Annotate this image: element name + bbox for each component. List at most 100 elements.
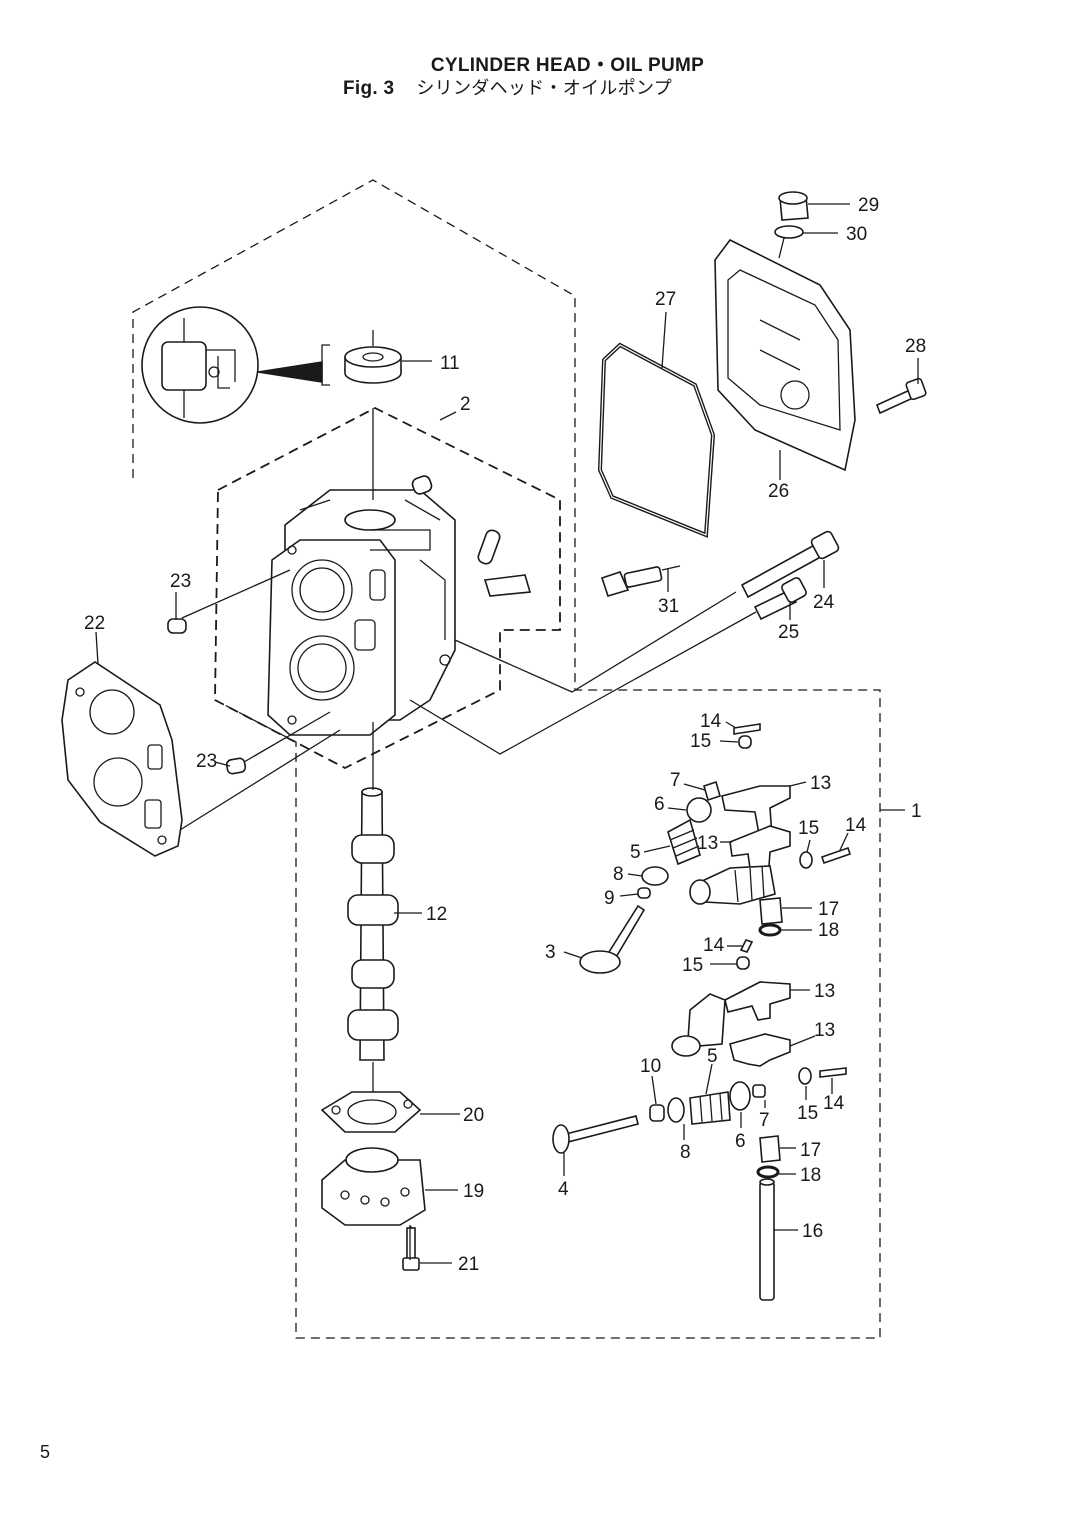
- callout-29: 29: [858, 195, 879, 216]
- part-24-head-bolt-long: [740, 530, 840, 599]
- part-15-spacer-b: [799, 851, 813, 869]
- callout-17-b: 17: [800, 1140, 821, 1161]
- callout-14-b: 14: [845, 815, 867, 836]
- part-13-rocker-arm-d: [729, 1033, 791, 1067]
- callout-6-b: 6: [735, 1131, 746, 1152]
- part-13-rocker-arm-c: [724, 981, 791, 1021]
- callout-13-c: 13: [814, 981, 835, 1002]
- callout-26: 26: [768, 481, 789, 502]
- callout-1: 1: [911, 801, 922, 822]
- part-12-camshaft: [347, 787, 399, 1061]
- callout-labels: 29 30 27 28 26 11 2 23 22 23 31 24 25 1 …: [84, 195, 926, 1275]
- callout-16: 16: [802, 1221, 823, 1242]
- part-14-shaft-pin-d: [819, 1067, 847, 1078]
- valve-seal-detail-bubble: [141, 306, 330, 424]
- part-21-bolt: [402, 1227, 420, 1271]
- part-19-oil-pump-body: [321, 1147, 426, 1226]
- part-11-valve-stem-seal: [344, 330, 402, 384]
- part-26-head-cover: [714, 238, 856, 472]
- part-17-spring-b: [759, 1135, 781, 1163]
- cylinder-head-group-outline: [214, 406, 561, 770]
- part-5-valve-spring-a: [667, 818, 701, 866]
- callout-19: 19: [463, 1181, 484, 1202]
- callout-18-a: 18: [818, 920, 839, 941]
- part-14-shaft-pin-c: [739, 939, 754, 953]
- callout-24: 24: [813, 592, 835, 613]
- callout-11: 11: [440, 353, 460, 374]
- callout-9: 9: [604, 888, 615, 909]
- part-7-cotter-a: [703, 780, 721, 802]
- callout-13-a: 13: [810, 773, 831, 794]
- part-25-head-bolt-short: [753, 577, 807, 621]
- callout-28: 28: [905, 336, 926, 357]
- figure-label: Fig. 3: [342, 78, 395, 99]
- part-31-spark-plug: [600, 565, 681, 597]
- part-14-shaft-pin-b: [820, 846, 852, 865]
- part-3-intake-valve: [579, 904, 646, 974]
- part-16-pushrod-tube: [759, 1178, 775, 1301]
- page-number: 5: [40, 1442, 51, 1462]
- callout-17-a: 17: [818, 899, 839, 920]
- callout-8-b: 8: [680, 1142, 691, 1163]
- callout-15-a: 15: [690, 731, 711, 752]
- part-10-stem-seal-b: [649, 1104, 665, 1122]
- part-23-dowel-pin-upper: [167, 618, 187, 634]
- part-9-stem-seal-a: [637, 887, 651, 899]
- part-4-exhaust-valve: [552, 1115, 639, 1154]
- valve-train-parts: [552, 723, 852, 1301]
- callout-6-a: 6: [654, 794, 665, 815]
- callout-27: 27: [655, 289, 676, 310]
- callout-8-a: 8: [613, 864, 624, 885]
- callout-3: 3: [545, 942, 556, 963]
- part-15-spacer-a: [738, 735, 752, 749]
- callout-2: 2: [460, 394, 471, 415]
- callout-4: 4: [558, 1179, 569, 1200]
- callout-10: 10: [640, 1056, 661, 1077]
- callout-20: 20: [463, 1105, 484, 1126]
- part-29-oil-filler-cap: [778, 191, 809, 221]
- callout-14-a: 14: [700, 711, 722, 732]
- callout-7-a: 7: [670, 770, 681, 791]
- part-2-cylinder-head: [267, 489, 456, 736]
- part-plug-c: [483, 574, 532, 597]
- diagram-title-jp: シリンダヘッド・オイルポンプ: [416, 78, 673, 99]
- tappet-assembly-a: [689, 865, 776, 905]
- leader-lines: [179, 237, 785, 1260]
- part-8-spring-seat-b: [667, 1097, 685, 1123]
- part-18-washer-b: [756, 1165, 780, 1179]
- part-15-spacer-d: [798, 1067, 812, 1085]
- part-23-dowel-pin-lower: [225, 757, 247, 775]
- part-5-valve-spring-b: [689, 1091, 731, 1125]
- part-14-shaft-pin-a: [733, 723, 761, 735]
- callout-23-lower: 23: [196, 751, 217, 772]
- callout-31: 31: [658, 596, 679, 617]
- callout-7-b: 7: [759, 1110, 770, 1131]
- part-13-rocker-arm-a: [721, 785, 791, 842]
- part-28-cover-bolt: [875, 377, 927, 415]
- part-18-washer-a: [758, 923, 782, 937]
- callout-15-b: 15: [798, 818, 819, 839]
- part-30-o-ring: [774, 225, 804, 239]
- callout-12: 12: [426, 904, 447, 925]
- part-6-retainer-b: [729, 1081, 751, 1111]
- part-27-cover-gasket: [597, 342, 716, 538]
- callout-22: 22: [84, 613, 105, 634]
- callout-21: 21: [458, 1254, 479, 1275]
- callout-14-d: 14: [823, 1093, 845, 1114]
- part-plug-a: [411, 475, 433, 495]
- callout-23-upper: 23: [170, 571, 191, 592]
- part-5-valve-spring-b-upper: [671, 993, 726, 1057]
- callout-30: 30: [846, 224, 867, 245]
- callout-15-d: 15: [797, 1103, 818, 1124]
- part-plug-b: [477, 529, 501, 565]
- part-8-spring-seat-a: [641, 866, 669, 886]
- callout-14-c: 14: [703, 935, 725, 956]
- callout-13-d: 13: [814, 1020, 835, 1041]
- part-17-spring-a: [759, 897, 783, 925]
- diagram-title-jp-line: Fig. 3 シリンダヘッド・オイルポンプ: [0, 74, 1045, 100]
- callout-18-b: 18: [800, 1165, 821, 1186]
- callout-5-a: 5: [630, 842, 641, 863]
- part-7-cotter-b: [752, 1084, 766, 1098]
- part-6-retainer-a: [686, 797, 712, 823]
